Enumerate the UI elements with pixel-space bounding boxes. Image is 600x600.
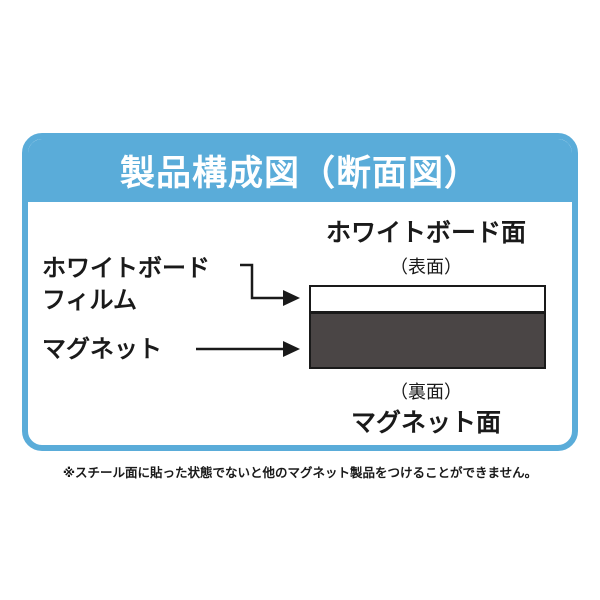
whiteboard-film-label-line2: フィルム — [42, 286, 137, 314]
footnote: ※スチール面に貼った状態でないと他のマグネット製品をつけることができません。 — [62, 465, 538, 480]
magnet-arrow-icon — [196, 341, 300, 357]
whiteboard-film-layer — [309, 285, 546, 313]
back-face-subtitle: （裏面） — [390, 382, 462, 403]
back-face-title: マグネット面 — [351, 408, 501, 437]
magnet-label: マグネット — [42, 335, 162, 363]
whiteboard-film-label-line1: ホワイトボード — [42, 254, 210, 282]
magnet-layer — [309, 312, 546, 369]
front-face-title: ホワイトボード面 — [326, 218, 526, 247]
card-title: 製品構成図（断面図） — [28, 139, 572, 202]
film-arrow-icon — [240, 263, 300, 306]
front-face-subtitle: （表面） — [390, 257, 462, 278]
